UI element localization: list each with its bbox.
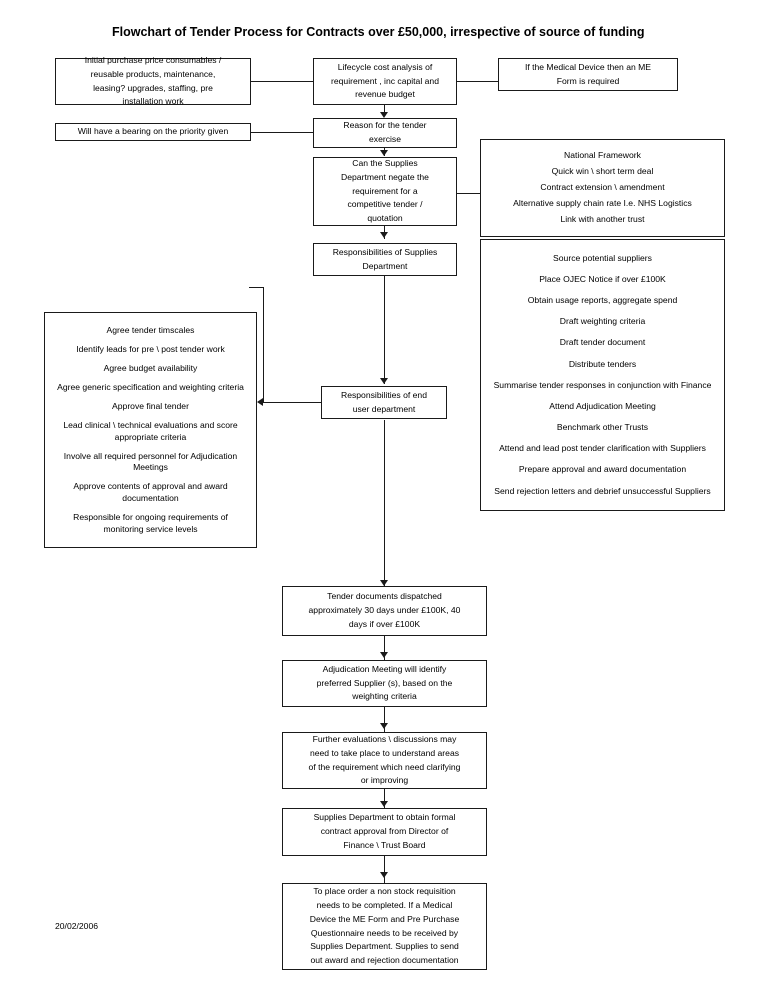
list-item: National Framework bbox=[564, 150, 641, 161]
node-responsibilities-of-supplies-text: Responsibilities of Supplies Department bbox=[332, 246, 438, 271]
connector-lifecycle-to-medical bbox=[456, 81, 498, 83]
node-further-evaluations-text: Further evaluations \ discussions may ne… bbox=[308, 733, 461, 786]
list-item: Place OJEC Notice if over £100K bbox=[539, 273, 666, 284]
node-contract-approval-text: Supplies Department to obtain formal con… bbox=[313, 812, 456, 850]
connector-respenduser-to-enduserduties bbox=[263, 402, 321, 404]
node-tender-documents-dispatched[interactable]: Tender documents dispatched approximatel… bbox=[282, 586, 487, 636]
list-item: Agree tender timscales bbox=[106, 324, 195, 335]
node-responsibilities-of-end-user[interactable]: Responsibilities of end user department bbox=[321, 386, 447, 419]
node-further-evaluations[interactable]: Further evaluations \ discussions may ne… bbox=[282, 732, 487, 789]
list-item: Benchmark other Trusts bbox=[556, 422, 649, 433]
list-item: Draft weighting criteria bbox=[559, 316, 646, 327]
list-item: Involve all required personnel for Adjud… bbox=[63, 450, 238, 473]
node-bearing-on-priority-text: Will have a bearing on the priority give… bbox=[77, 126, 229, 137]
node-tender-documents-dispatched-text: Tender documents dispatched approximatel… bbox=[308, 591, 461, 629]
list-item: Contract extension \ amendment bbox=[540, 182, 665, 193]
node-supplies-department-duties[interactable]: Source potential suppliers Place OJEC No… bbox=[480, 239, 725, 511]
node-adjudication-meeting-text: Adjudication Meeting will identify prefe… bbox=[316, 663, 453, 702]
node-contract-approval[interactable]: Supplies Department to obtain formal con… bbox=[282, 808, 487, 856]
list-item: Approve final tender bbox=[112, 400, 189, 411]
node-end-user-department-duties[interactable]: Agree tender timscales Identify leads fo… bbox=[44, 312, 257, 548]
date-stamp: 20/02/2006 bbox=[55, 921, 99, 931]
arrowhead-down-respenduser bbox=[379, 378, 388, 384]
node-responsibilities-of-end-user-text: Responsibilities of end user department bbox=[341, 389, 427, 414]
node-can-supplies-negate-text: Can the Supplies Department negate the r… bbox=[341, 157, 429, 224]
list-item: Attend and lead post tender clarificatio… bbox=[499, 443, 706, 454]
connector-dispatched-to-adjudication bbox=[384, 636, 386, 660]
list-item: Agree budget availability bbox=[103, 362, 198, 373]
list-item: Approve contents of approval and award d… bbox=[73, 481, 228, 503]
arrowhead-down-respsupplies bbox=[379, 232, 388, 238]
list-item: Summarise tender responses in conjunctio… bbox=[493, 379, 712, 390]
node-bearing-on-priority[interactable]: Will have a bearing on the priority give… bbox=[55, 123, 251, 141]
list-item: Obtain usage reports, aggregate spend bbox=[527, 295, 678, 306]
node-reason-for-tender[interactable]: Reason for the tender exercise bbox=[313, 118, 457, 148]
list-item: Draft tender document bbox=[559, 337, 646, 348]
node-can-supplies-negate[interactable]: Can the Supplies Department negate the r… bbox=[313, 157, 457, 226]
node-medical-device-me-form-text: If the Medical Device then an ME Form is… bbox=[524, 61, 652, 86]
node-place-order-requisition-text: To place order a non stock requisition n… bbox=[309, 885, 460, 966]
connector-negate-to-framework bbox=[456, 193, 480, 195]
connector-left-branch-stub bbox=[249, 287, 264, 289]
list-item: Identify leads for pre \ post tender wor… bbox=[76, 343, 225, 354]
arrowhead-down-approval bbox=[379, 801, 388, 807]
connector-respenduser-to-dispatched bbox=[384, 420, 386, 586]
arrowhead-down-evaluations bbox=[379, 723, 388, 729]
list-item: Distribute tenders bbox=[568, 358, 637, 369]
connector-adjudication-to-evaluations bbox=[384, 707, 386, 732]
connector-evaluations-to-approval bbox=[384, 789, 386, 808]
list-item: Lead clinical \ technical evaluations an… bbox=[63, 420, 238, 442]
list-item: Alternative supply chain rate I.e. NHS L… bbox=[513, 198, 692, 209]
list-item: Source potential suppliers bbox=[553, 252, 652, 263]
node-reason-for-tender-text: Reason for the tender exercise bbox=[343, 120, 427, 144]
node-initial-purchase-price-text: Initial purchase price consumables / reu… bbox=[84, 54, 222, 107]
connector-vertical-left-branch bbox=[263, 287, 265, 403]
arrowhead-down-reason bbox=[379, 112, 388, 118]
node-national-framework-options[interactable]: National Framework Quick win \ short ter… bbox=[480, 139, 725, 237]
connector-lifecycle-to-reason bbox=[384, 105, 386, 115]
arrowhead-down-dispatched bbox=[379, 580, 388, 586]
arrowhead-down-placeorder bbox=[379, 872, 388, 878]
connector-bearing-to-reason bbox=[250, 132, 313, 134]
node-lifecycle-cost-analysis[interactable]: Lifecycle cost analysis of requirement ,… bbox=[313, 58, 457, 105]
arrowhead-down-negate bbox=[379, 150, 388, 156]
list-item: Agree generic specification and weightin… bbox=[57, 381, 244, 392]
node-place-order-requisition[interactable]: To place order a non stock requisition n… bbox=[282, 883, 487, 970]
list-item: Prepare approval and award documentation bbox=[518, 464, 687, 475]
list-item: Quick win \ short term deal bbox=[551, 166, 654, 177]
arrowhead-down-adjudication bbox=[379, 652, 388, 658]
connector-approval-to-placeorder bbox=[384, 856, 386, 883]
list-item: Link with another trust bbox=[560, 214, 645, 225]
node-adjudication-meeting[interactable]: Adjudication Meeting will identify prefe… bbox=[282, 660, 487, 707]
page-title: Flowchart of Tender Process for Contract… bbox=[112, 25, 645, 39]
node-responsibilities-of-supplies[interactable]: Responsibilities of Supplies Department bbox=[313, 243, 457, 276]
node-initial-purchase-price[interactable]: Initial purchase price consumables / reu… bbox=[55, 55, 251, 106]
connector-respsupplies-to-respenduser bbox=[384, 276, 386, 384]
node-lifecycle-cost-analysis-text: Lifecycle cost analysis of requirement ,… bbox=[331, 61, 439, 100]
connector-initial-to-lifecycle bbox=[250, 81, 313, 83]
list-item: Send rejection letters and debrief unsuc… bbox=[494, 485, 711, 496]
arrowhead-left-enduserduties bbox=[257, 398, 263, 406]
node-medical-device-me-form[interactable]: If the Medical Device then an ME Form is… bbox=[498, 58, 678, 91]
list-item: Attend Adjudication Meeting bbox=[549, 400, 656, 411]
list-item: Responsible for ongoing requirements of … bbox=[73, 512, 228, 534]
